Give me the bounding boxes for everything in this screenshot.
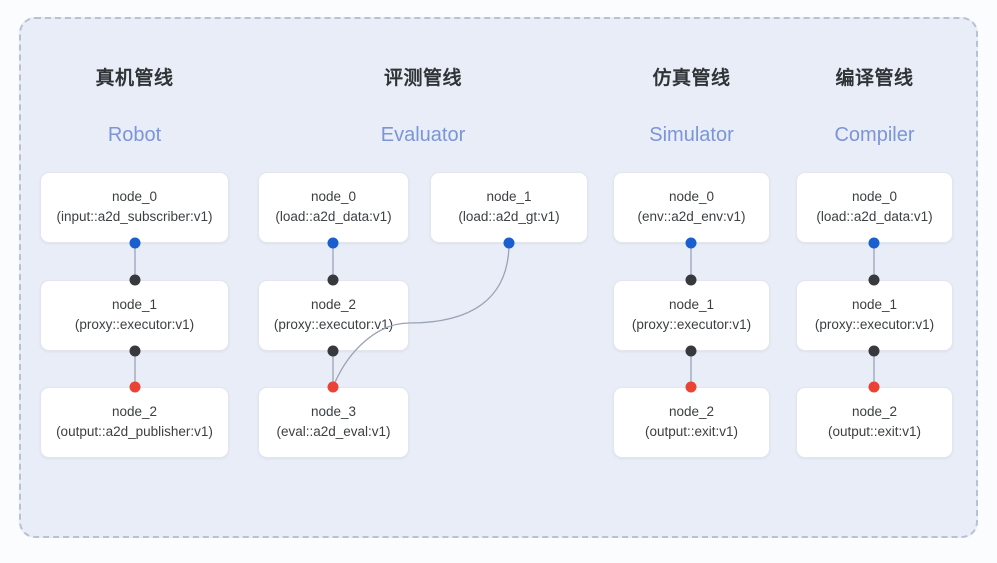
node-name: node_1	[486, 189, 532, 205]
node-eval-node-0[interactable]: node_0 (load::a2d_data:v1)	[258, 172, 409, 243]
node-robot-node-1[interactable]: node_1 (proxy::executor:v1)	[40, 280, 229, 351]
port-out-eval-node-1[interactable]	[503, 237, 515, 249]
node-name: node_2	[851, 404, 898, 420]
port-out-sim-node-1[interactable]	[685, 345, 697, 357]
port-out-robot-node-1[interactable]	[129, 345, 141, 357]
node-sim-node-2[interactable]: node_2 (output::exit:v1)	[613, 387, 770, 458]
node-name: node_1	[851, 297, 898, 313]
port-in-sim-node-1[interactable]	[685, 274, 697, 286]
column-title-en-simulator: Simulator	[649, 124, 734, 146]
node-comp-node-1[interactable]: node_1 (proxy::executor:v1)	[796, 280, 953, 351]
port-in-comp-node-2[interactable]	[868, 381, 880, 393]
node-name: node_0	[310, 189, 357, 205]
node-spec: (load::a2d_data:v1)	[816, 209, 933, 224]
node-name: node_3	[310, 404, 357, 420]
node-name: node_2	[668, 404, 715, 420]
node-name: node_1	[111, 297, 158, 313]
pipeline-column-compiler: 编译管线 Compiler	[796, 0, 953, 563]
port-in-robot-node-1[interactable]	[129, 274, 141, 286]
pipeline-column-robot: 真机管线 Robot	[40, 0, 229, 563]
node-name: node_1	[668, 297, 715, 313]
port-in-robot-node-2[interactable]	[129, 381, 141, 393]
node-name: node_0	[668, 189, 715, 205]
column-title-cn-simulator: 仿真管线	[652, 68, 731, 89]
node-eval-node-1[interactable]: node_1 (load::a2d_gt:v1)	[430, 172, 588, 243]
port-in-eval-node-2[interactable]	[327, 274, 339, 286]
node-spec: (env::a2d_env:v1)	[637, 209, 746, 224]
node-comp-node-2[interactable]: node_2 (output::exit:v1)	[796, 387, 953, 458]
node-spec: (proxy::executor:v1)	[74, 317, 195, 332]
port-out-sim-node-0[interactable]	[685, 237, 697, 249]
node-spec: (output::a2d_publisher:v1)	[56, 424, 213, 439]
node-name: node_0	[851, 189, 898, 205]
node-name: node_0	[111, 189, 158, 205]
node-comp-node-0[interactable]: node_0 (load::a2d_data:v1)	[796, 172, 953, 243]
node-sim-node-0[interactable]: node_0 (env::a2d_env:v1)	[613, 172, 770, 243]
node-spec: (proxy::executor:v1)	[631, 317, 752, 332]
node-sim-node-1[interactable]: node_1 (proxy::executor:v1)	[613, 280, 770, 351]
pipeline-column-evaluator: 评测管线 Evaluator	[258, 0, 588, 563]
node-spec: (proxy::executor:v1)	[814, 317, 935, 332]
node-name: node_2	[310, 297, 357, 313]
port-out-comp-node-0[interactable]	[868, 237, 880, 249]
pipeline-column-simulator: 仿真管线 Simulator	[613, 0, 770, 563]
port-out-robot-node-0[interactable]	[129, 237, 141, 249]
column-title-cn-robot: 真机管线	[95, 68, 174, 89]
node-name: node_2	[111, 404, 158, 420]
port-out-eval-node-0[interactable]	[327, 237, 339, 249]
node-spec: (eval::a2d_eval:v1)	[276, 424, 391, 439]
column-title-cn-compiler: 编译管线	[835, 68, 914, 89]
port-in-sim-node-2[interactable]	[685, 381, 697, 393]
node-spec: (load::a2d_gt:v1)	[458, 209, 560, 224]
port-in-comp-node-1[interactable]	[868, 274, 880, 286]
node-robot-node-2[interactable]: node_2 (output::a2d_publisher:v1)	[40, 387, 229, 458]
column-title-cn-evaluator: 评测管线	[383, 68, 462, 89]
port-out-comp-node-1[interactable]	[868, 345, 880, 357]
node-eval-node-2[interactable]: node_2 (proxy::executor:v1)	[258, 280, 409, 351]
node-spec: (proxy::executor:v1)	[273, 317, 394, 332]
node-eval-node-3[interactable]: node_3 (eval::a2d_eval:v1)	[258, 387, 409, 458]
port-in-eval-node-3[interactable]	[327, 381, 339, 393]
port-out-eval-node-2[interactable]	[327, 345, 339, 357]
column-title-en-compiler: Compiler	[834, 124, 915, 146]
node-robot-node-0[interactable]: node_0 (input::a2d_subscriber:v1)	[40, 172, 229, 243]
node-spec: (output::exit:v1)	[644, 424, 739, 439]
column-title-en-evaluator: Evaluator	[380, 124, 466, 146]
node-spec: (load::a2d_data:v1)	[275, 209, 392, 224]
node-spec: (input::a2d_subscriber:v1)	[56, 209, 213, 224]
node-spec: (output::exit:v1)	[827, 424, 922, 439]
column-title-en-robot: Robot	[107, 124, 162, 146]
